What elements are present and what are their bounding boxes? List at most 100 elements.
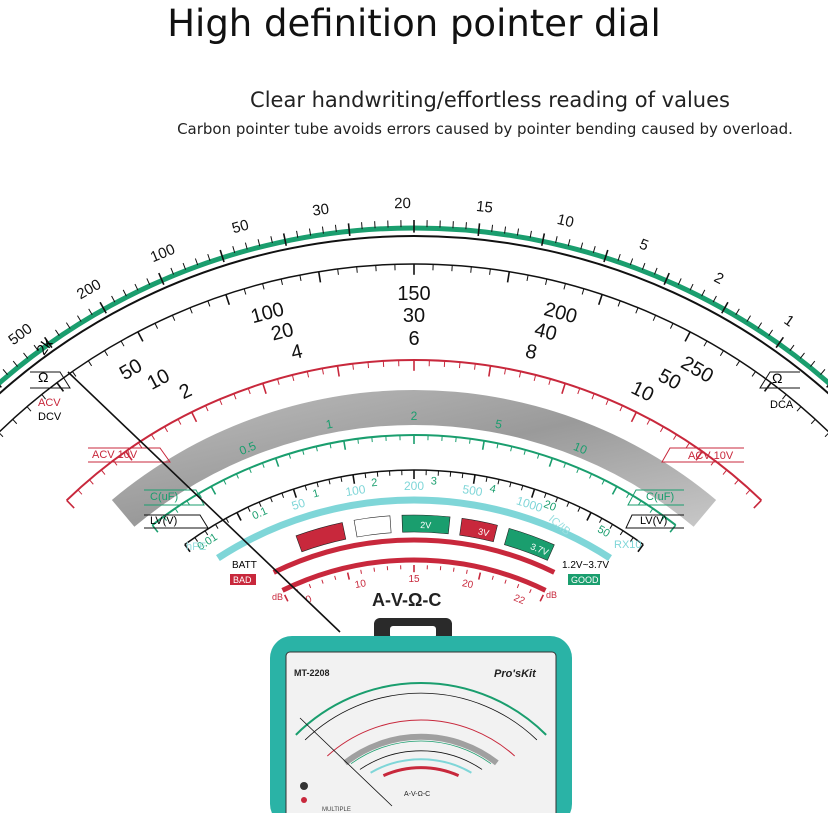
scale-tick: [65, 322, 71, 329]
scale-tick: [244, 242, 248, 250]
scale-tick: [782, 394, 787, 400]
scale-tick: [205, 405, 209, 412]
scale-tick: [653, 267, 658, 275]
scale-tick: [599, 517, 603, 523]
scale-tick: [504, 579, 507, 584]
scale-tick: [609, 524, 613, 529]
db-right-label: dB: [546, 590, 557, 600]
scale-tick: [364, 473, 367, 479]
db-tick-label: 10: [354, 578, 367, 591]
scale-arcs: [0, 225, 828, 593]
acv10-label: 1: [325, 417, 335, 432]
mini-scale-arc: [382, 766, 460, 777]
scale-tick: [591, 393, 595, 400]
scale-tick: [617, 253, 621, 261]
scale-tick: [673, 434, 678, 440]
scale-tick: [689, 283, 694, 291]
battery-block: [295, 522, 347, 553]
scale-tick: [753, 499, 762, 509]
scale-tick: [721, 301, 729, 314]
scale-tick: [56, 382, 65, 392]
scale-tick: [207, 253, 211, 261]
mini-scale-arc: [304, 692, 538, 741]
scale-tick: [352, 474, 356, 484]
db-tick-label: 15: [408, 574, 420, 585]
scale-tick: [506, 271, 511, 283]
scale-tick: [308, 584, 312, 589]
scale-tick: [0, 432, 4, 438]
acv-arc: [65, 359, 763, 502]
scale-tick: [258, 501, 262, 507]
scale-tick: [291, 374, 295, 381]
acv-label: ACV: [38, 397, 61, 409]
scale-tick: [545, 278, 548, 285]
ohm-scale-label: 5: [637, 236, 651, 255]
scale-tick: [43, 336, 53, 349]
scale-tick: [137, 331, 144, 342]
scale-tick: [548, 378, 551, 385]
scale-tick: [321, 579, 324, 584]
device-brand: Pro'sKit: [494, 668, 537, 680]
scale-tick: [488, 365, 492, 377]
cuf-right-label: C(uF): [646, 491, 674, 503]
batt-label: BATT: [232, 560, 257, 571]
scale-tick: [677, 278, 682, 286]
device-mini-dial: [295, 682, 547, 777]
scale-tick: [529, 589, 532, 594]
scale-tick: [337, 268, 339, 275]
db-left-label: dB: [272, 592, 283, 602]
scale-tick: [580, 242, 584, 250]
mini-scale-arc: [326, 719, 516, 757]
scale-tick: [563, 283, 566, 290]
scale-tick: [248, 468, 252, 474]
scale-tick: [352, 363, 354, 370]
acv10-label: 2: [411, 409, 418, 423]
hfe-label: 1000: [515, 494, 545, 516]
scale-tick: [746, 315, 751, 322]
scale-tick: [361, 222, 363, 230]
ohm-left-label: Ω: [38, 369, 48, 385]
scale-tick: [210, 486, 217, 495]
batt-arc-red: [272, 537, 556, 575]
scale-tick: [820, 369, 826, 376]
ohm-scale-label: 2: [711, 269, 726, 288]
scale-tick: [184, 544, 191, 553]
ohm-scale-label: 100: [148, 241, 178, 266]
scale-tick: [619, 530, 624, 536]
scale-tick: [23, 352, 29, 359]
scale-tick: [470, 266, 472, 273]
scale-tick: [225, 517, 229, 523]
scale-tick: [257, 239, 261, 247]
scale-tick: [669, 524, 677, 533]
scale-tick: [2, 369, 8, 376]
scale-tick: [496, 443, 499, 449]
acv10-label: 5: [494, 417, 504, 432]
scale-tick: [277, 378, 280, 385]
scale-tick: [190, 411, 198, 423]
scale-tick: [100, 469, 106, 475]
scale-tick: [334, 575, 337, 580]
scale-tick: [207, 300, 211, 307]
scale-tick: [347, 223, 351, 236]
scale-tick: [504, 368, 507, 375]
scale-tick: [469, 438, 471, 444]
cap-label: 4: [489, 483, 497, 496]
scale-tick: [315, 446, 318, 452]
scale-tick: [134, 283, 139, 291]
scale-tick: [635, 307, 639, 314]
scale-tick: [146, 278, 151, 286]
scale-tick: [66, 499, 75, 509]
scale-tick: [649, 508, 654, 513]
scale-tick: [112, 460, 118, 466]
scale-tick: [684, 331, 691, 342]
scale-tick: [796, 406, 802, 412]
scale-tick: [198, 493, 202, 498]
scale-tick: [597, 294, 603, 305]
dcv-label-c: 6: [408, 328, 419, 350]
hfe-arc: [216, 496, 612, 562]
scale-tick: [555, 497, 559, 503]
scale-tick: [26, 406, 32, 412]
ohm-scale-label: 15: [475, 198, 493, 217]
scale-tick: [367, 362, 370, 369]
